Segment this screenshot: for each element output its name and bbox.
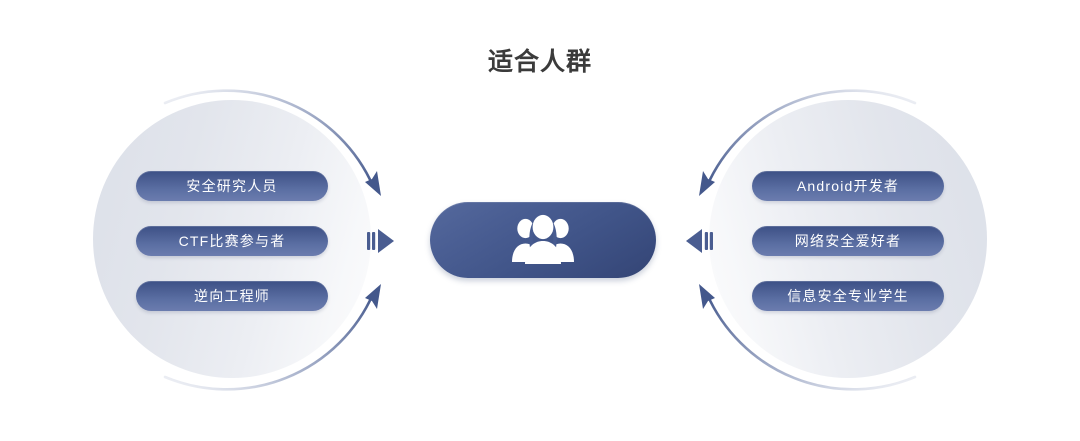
list-item[interactable]: 信息安全专业学生 [752,281,944,311]
arc-arrow-bottom-left [163,284,381,391]
pill-label: 网络安全爱好者 [794,233,902,249]
list-item[interactable]: 网络安全爱好者 [752,226,944,256]
pill-label: 安全研究人员 [186,178,278,194]
left-audience-group: 安全研究人员 CTF比赛参与者 逆向工程师 [93,100,371,378]
center-audience-node[interactable] [430,202,656,278]
pill-label: CTF比赛参与者 [178,233,286,249]
list-item[interactable]: CTF比赛参与者 [136,226,328,256]
people-group-icon [509,214,577,266]
arc-arrow-bottom-right [699,284,917,391]
pill-label: Android开发者 [796,178,900,194]
pill-label: 逆向工程师 [194,288,270,304]
list-item[interactable]: Android开发者 [752,171,944,201]
chevron-right-icon [367,224,407,258]
arc-arrow-top-right [699,89,917,196]
right-audience-group: Android开发者 网络安全爱好者 信息安全专业学生 [709,100,987,378]
arc-arrow-top-left [163,89,381,196]
page-title: 适合人群 [487,48,592,76]
left-pill-stack: 安全研究人员 CTF比赛参与者 逆向工程师 [93,171,371,331]
chevron-left-icon [673,224,713,258]
pill-label: 信息安全专业学生 [787,288,909,304]
list-item[interactable]: 逆向工程师 [136,281,328,311]
right-pill-stack: Android开发者 网络安全爱好者 信息安全专业学生 [709,171,987,331]
list-item[interactable]: 安全研究人员 [136,171,328,201]
